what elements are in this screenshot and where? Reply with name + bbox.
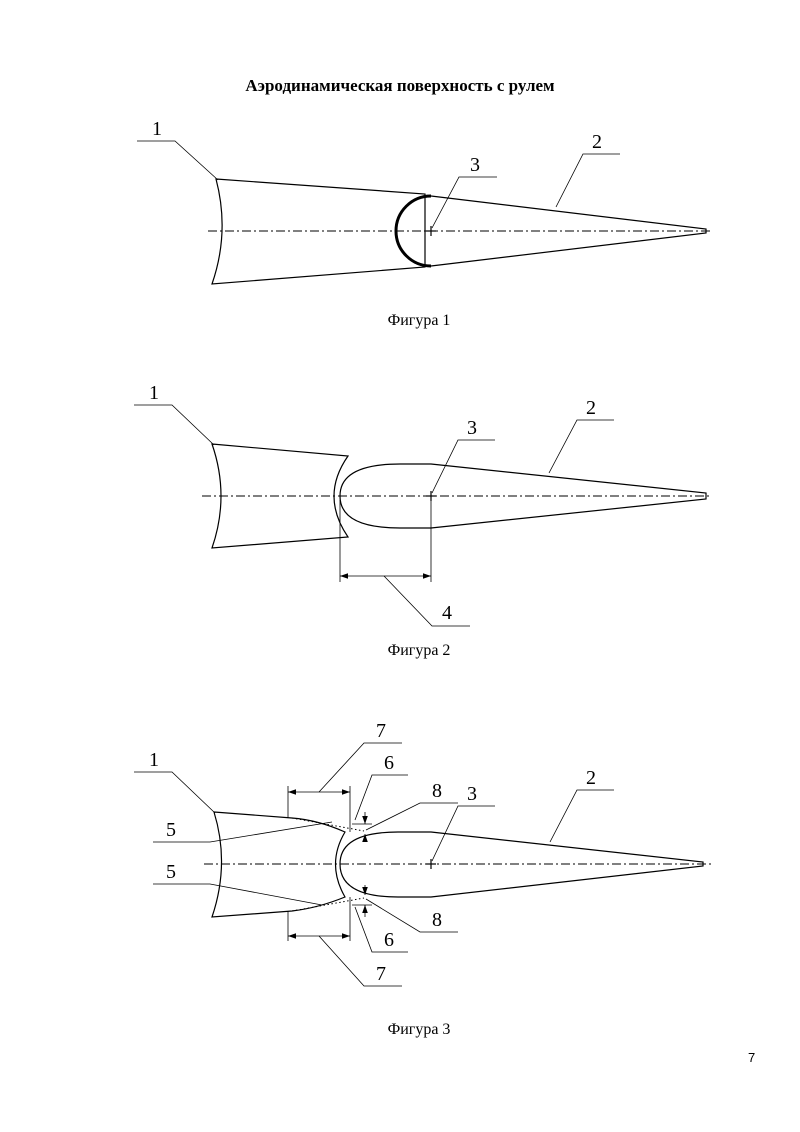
leader-1 <box>134 771 216 814</box>
label-7-lower: 7 <box>376 963 386 985</box>
hinge-center-mark <box>426 226 436 236</box>
leader-7-upper <box>318 742 402 793</box>
label-6-upper: 6 <box>384 752 394 774</box>
hinge-center-mark <box>426 859 436 869</box>
page-title: Аэродинамическая поверхность с рулем <box>245 76 555 95</box>
figure-3: 7 7 6 6 8 8 5 5 1 2 3 <box>134 720 712 987</box>
hinge-center-mark <box>426 491 436 501</box>
leader-8-lower <box>365 898 458 933</box>
leader-1 <box>134 404 215 446</box>
rudder-outline <box>339 463 707 529</box>
rudder-outline <box>339 831 704 898</box>
leader-3 <box>431 176 497 229</box>
label-8-upper: 8 <box>432 780 442 802</box>
leader-5-lower <box>153 883 323 906</box>
fixed-surface <box>211 811 346 918</box>
label-3: 3 <box>467 417 477 439</box>
label-7-upper: 7 <box>376 720 386 742</box>
leader-2 <box>555 153 620 208</box>
leader-3 <box>431 805 495 862</box>
fixed-surface <box>211 178 426 285</box>
figure-3-caption: Фигура 3 <box>387 1021 451 1038</box>
figure-1-caption: Фигура 1 <box>387 312 451 329</box>
label-5-lower: 5 <box>166 861 176 883</box>
label-2: 2 <box>586 397 596 419</box>
dotted-contour-lower <box>291 897 365 912</box>
dotted-contour-upper <box>291 817 365 832</box>
page-number: 7 <box>748 1050 756 1065</box>
fixed-surface <box>211 443 350 549</box>
leader-8-upper <box>365 802 458 831</box>
figure-1: 1 2 3 <box>137 118 712 285</box>
label-4: 4 <box>442 602 452 624</box>
leader-3 <box>431 439 495 494</box>
label-3: 3 <box>470 154 480 176</box>
label-5-upper: 5 <box>166 819 176 841</box>
leader-6-upper <box>354 774 408 821</box>
leader-2 <box>548 419 614 474</box>
label-1: 1 <box>152 118 162 140</box>
label-8-lower: 8 <box>432 909 442 931</box>
leader-6-lower <box>354 906 408 953</box>
figure-2-caption: Фигура 2 <box>387 642 451 659</box>
label-1: 1 <box>149 749 159 771</box>
label-2: 2 <box>592 131 602 153</box>
leader-2 <box>549 789 614 843</box>
figure-2: 4 1 2 3 <box>134 382 712 627</box>
label-6-lower: 6 <box>384 929 394 951</box>
leader-7-lower <box>318 935 402 987</box>
leader-4 <box>383 575 470 627</box>
leader-5-upper <box>153 821 333 843</box>
label-1: 1 <box>149 382 159 404</box>
label-2: 2 <box>586 767 596 789</box>
label-3: 3 <box>467 783 477 805</box>
leader-1 <box>137 140 219 181</box>
